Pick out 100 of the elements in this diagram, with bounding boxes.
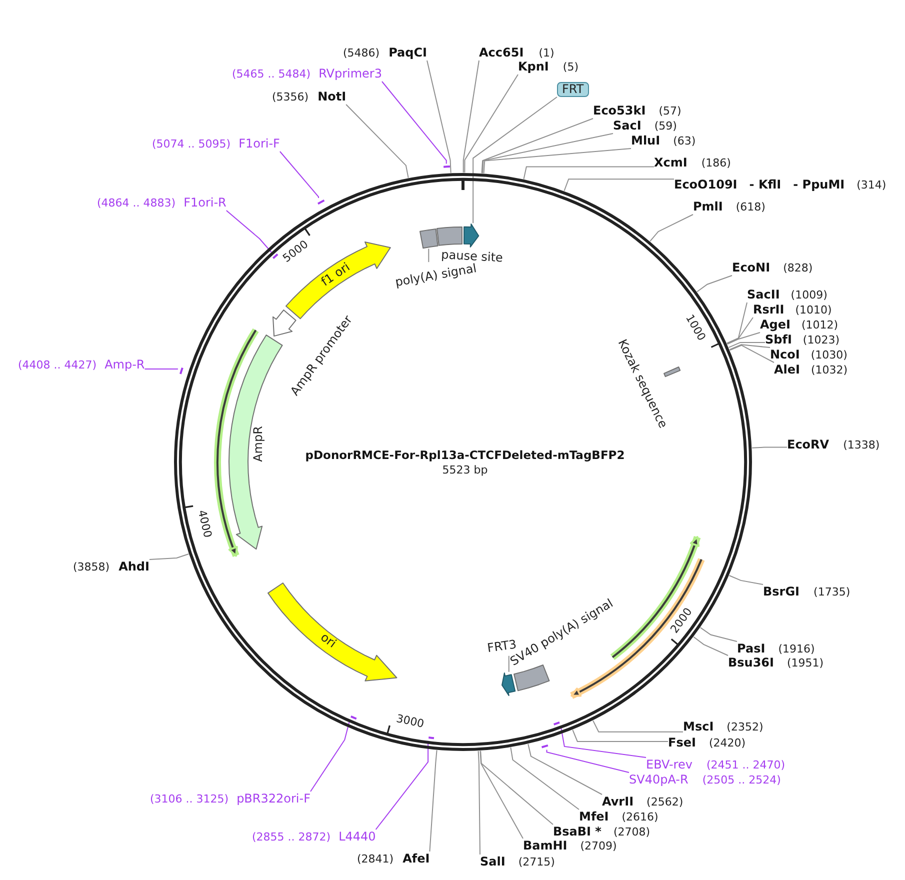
leader-line [564,178,674,192]
leader-line [482,133,614,174]
primer-position: (2451 .. 2470) [706,758,785,772]
enzyme-name: AgeI [760,318,790,332]
enzyme-name: EcoRV [787,438,830,452]
primer-name: SV40pA-R [629,772,688,786]
cut-position: (2708) [613,826,650,840]
primer-name: RVprimer3 [318,66,382,80]
cut-position: (63) [673,134,696,148]
leader-line [592,720,684,732]
primer-name: F1ori-F [238,136,280,150]
plasmid-name: pDonorRMCE-For-Rpl13a-CTCFDeleted-mTagBFP2 [305,448,625,462]
leader-line [481,118,594,174]
feature-label: ori [318,630,338,652]
enzyme-name: SacII [747,288,780,302]
enzyme-name: AhdI [118,560,150,574]
primer-name: F1ori-R [184,196,226,210]
cut-position: (5) [562,60,578,74]
feature-label: f1 ori [319,260,353,290]
cut-position: (2709) [580,840,617,854]
enzyme-name: RsrII [753,302,784,316]
enzyme-name: EcoO109I [674,178,738,192]
leader-line [429,750,438,852]
cut-position: (618) [736,200,766,214]
enzyme-name: XcmI [654,156,688,170]
enzyme-name: MfeI [579,810,609,824]
enzyme-name: KpnI [518,60,549,74]
leader-line [472,96,558,224]
primer-position: (2855 .. 2872) [252,830,331,844]
leader-line [462,60,480,174]
cut-position: (1012) [801,318,838,332]
primer-position: (4864 .. 4883) [97,196,176,210]
leader-line [483,148,632,174]
cut-position: (1735) [814,586,850,600]
cut-position: (57) [658,104,682,118]
leader-line [729,344,770,350]
feature-label: poly(A) signal [394,262,478,290]
enzyme-name: Acc65I [479,46,524,60]
feature-tag: FRT [557,82,589,97]
enzyme-name: AleI [774,362,800,376]
enzyme-name: SalI [480,854,506,868]
enzyme-name: PmlI [693,200,723,214]
cut-position: (1) [538,46,554,60]
leader-line [696,275,732,292]
cut-position: (5486) [343,46,380,60]
leader-line [480,750,524,839]
primer-name: Amp-R [104,358,145,372]
primer-name: pBR322ori-F [236,792,310,806]
enzyme-name: AvrII [602,794,634,808]
cut-position: (1010) [795,304,832,318]
leader-line [144,368,178,370]
enzyme-name: SbfI [765,332,792,346]
cut-position: (2715) [518,856,555,870]
coordinate-label: 3000 [395,712,425,732]
leader-line [523,166,654,180]
primer-position: (3106 .. 3125) [150,792,229,806]
leader-line [279,151,319,199]
enzyme-name: BsrGI [763,584,800,598]
leader-line [346,104,409,178]
cut-position: (1032) [811,364,848,378]
enzyme-name: EcoNI [732,260,770,274]
cut-position: (314) [856,178,886,192]
leader-line [508,655,510,672]
primer-position: (5465 .. 5484) [232,68,311,82]
enzyme-name: BamHI [523,838,568,852]
cut-position: (1030) [810,348,848,362]
leader-line [528,743,602,795]
leader-line [726,332,760,345]
primer-name: EBV-rev [646,758,692,772]
leader-line [510,746,580,810]
cut-position: (59) [654,120,677,134]
enzyme-name: Eco53kI [593,104,646,118]
primer-name: L4440 [338,830,376,844]
cut-position: (186) [701,156,731,170]
leader-line [148,553,190,560]
enzyme-name: Bsu36I [728,656,774,670]
enzyme-name: AfeI [402,852,430,866]
leader-line [729,344,774,363]
leader-line [650,214,694,242]
coordinate-label: 4000 [194,508,214,540]
leader-line [310,720,350,792]
enzyme-name: NotI [318,90,346,104]
enzyme-name: - PpuMI [793,178,845,192]
leader-line [752,446,788,448]
enzyme-name: SacI [613,118,642,132]
enzyme-name: - KflI [749,178,782,192]
leader-line [478,750,480,855]
feature-label: pause site [440,248,504,265]
primer-position: (2505 .. 2524) [702,774,781,788]
enzyme-name: PaqCI [388,46,428,60]
enzyme-name: MluI [631,134,660,148]
enzyme-name: MscI [683,720,714,734]
cut-position: (5356) [272,90,309,104]
leader-line [464,74,518,174]
enzyme-name: BsaBI * [553,824,602,838]
leader-line [728,575,764,585]
leader-line [726,302,748,344]
primer-position: (5074 .. 5095) [152,138,231,152]
cut-position: (2616) [622,810,658,824]
cut-position: (1023) [802,334,840,348]
